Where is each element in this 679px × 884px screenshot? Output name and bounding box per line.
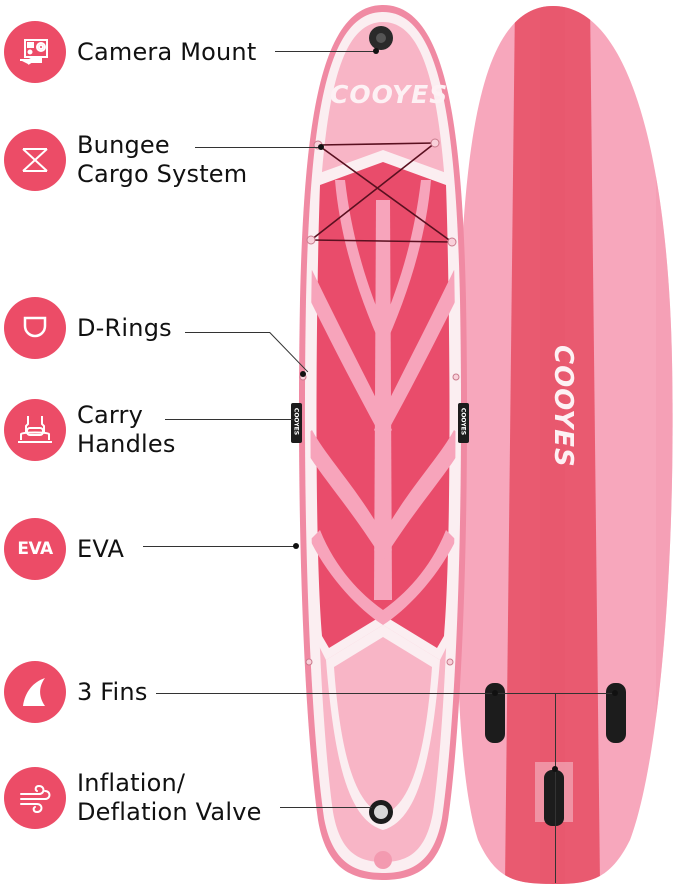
- handle-logo-left: COOYES: [292, 407, 300, 436]
- feature-inflation-valve: Inflation/ Deflation Valve: [4, 767, 262, 829]
- feature-label-carry-handles: Carry Handles: [77, 401, 176, 458]
- feature-camera-mount: Camera Mount: [4, 21, 256, 83]
- feature-label-d-rings: D-Rings: [77, 313, 172, 342]
- board-top: [291, 5, 469, 880]
- leader-dot-camera-mount: [373, 48, 379, 54]
- d-ring-icon: [4, 297, 66, 359]
- leader-line-fins-vertical: [555, 693, 556, 883]
- leader-dot-fin-right: [612, 690, 618, 696]
- feature-d-rings: D-Rings: [4, 297, 172, 359]
- top-board-logo: COOYES: [330, 80, 449, 109]
- leader-dot-eva: [293, 543, 299, 549]
- bottom-board-logo: COOYES: [548, 345, 578, 468]
- leader-line-camera-mount: [275, 51, 376, 52]
- feature-label-eva: EVA: [77, 534, 125, 563]
- wind-icon: [4, 767, 66, 829]
- feature-label-bungee: Bungee Cargo System: [77, 131, 248, 188]
- bungee-cross-icon: [4, 129, 66, 191]
- camera-icon: [4, 21, 66, 83]
- leader-dot-bungee: [318, 144, 324, 150]
- carry-handle-icon: [4, 399, 66, 461]
- fin-icon: [4, 661, 66, 723]
- leader-line-eva: [143, 546, 295, 547]
- board-bottom: [456, 6, 673, 884]
- eva-icon: EVA: [4, 518, 66, 580]
- leader-line-fins: [156, 693, 615, 694]
- feature-fins: 3 Fins: [4, 661, 148, 723]
- feature-label-camera-mount: Camera Mount: [77, 37, 257, 66]
- feature-label-valve: Inflation/ Deflation Valve: [77, 769, 262, 826]
- leader-dot-fin-center: [552, 766, 558, 772]
- feature-label-fins: 3 Fins: [77, 677, 148, 706]
- leader-line-bungee: [195, 147, 320, 148]
- feature-carry-handles: Carry Handles: [4, 399, 176, 461]
- handle-logo-right: COOYES: [459, 407, 467, 436]
- feature-bungee-cargo: Bungee Cargo System: [4, 129, 247, 191]
- leader-dot-fin-left: [492, 690, 498, 696]
- leader-dot-d-rings: [300, 371, 306, 377]
- leader-line-d-rings: [185, 332, 270, 333]
- leader-line-carry-handles: [165, 419, 293, 420]
- leader-line-valve: [280, 807, 372, 808]
- feature-eva: EVA EVA: [4, 518, 124, 580]
